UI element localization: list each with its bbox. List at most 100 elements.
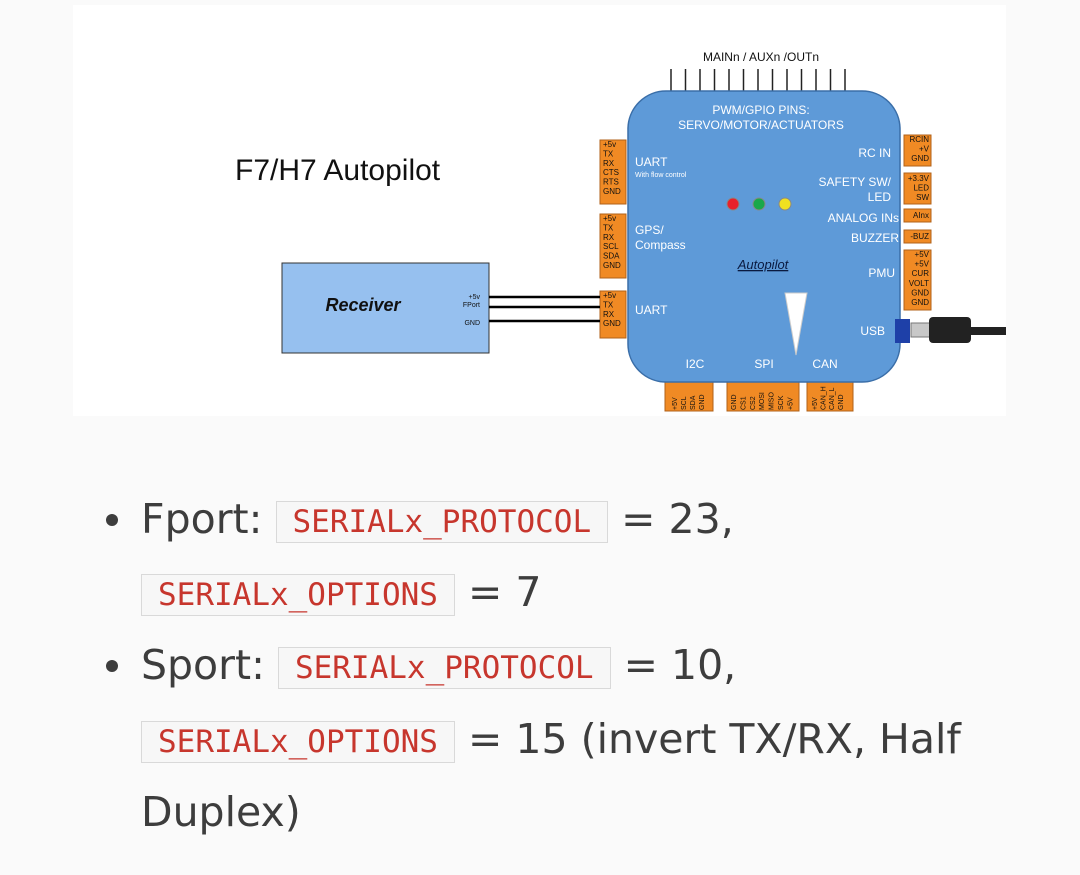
uart1-label: UART	[635, 155, 668, 169]
right-pin-label: +5V	[915, 250, 930, 259]
fport-protocol-value: = 23,	[621, 495, 734, 543]
receiver-pin-fport: FPort	[463, 302, 480, 309]
left-pin-label: RX	[603, 233, 615, 242]
header-line2: SERVO/MOTOR/ACTUATORS	[678, 118, 844, 132]
top-pins-label: MAINn / AUXn /OUTn	[703, 50, 819, 64]
wiring-diagram: F7/H7 Autopilot MAINn / AUXn /OUTn PWM/G…	[73, 5, 1006, 416]
sport-protocol-code: SERIALx_PROTOCOL	[277, 647, 611, 689]
left-pin-label: SDA	[603, 252, 620, 261]
bottom-pin-label: GND	[731, 394, 738, 410]
bottom-pin-label: +5V	[672, 397, 679, 410]
fport-options-code: SERIALx_OPTIONS	[141, 574, 455, 616]
uart1-sublabel: With flow control	[635, 172, 687, 179]
bottom-pin-label: CAN_H	[821, 386, 828, 410]
receiver-pin-gnd: GND	[464, 320, 480, 327]
right-pin-label: -BUZ	[910, 232, 929, 241]
receiver-pin-5v: +5v	[469, 294, 481, 301]
bullet-dot	[106, 514, 118, 526]
autopilot-board	[627, 90, 901, 383]
bottom-pin-label: GND	[699, 394, 706, 410]
bottom-pin-label: +5V	[812, 397, 819, 410]
usb-label: USB	[860, 324, 885, 338]
gps-connector	[599, 213, 627, 279]
sport-options-code: SERIALx_OPTIONS	[141, 721, 455, 763]
can-label: CAN	[812, 357, 837, 371]
fport-options-value: = 7	[468, 568, 542, 616]
left-pin-label: GND	[603, 261, 621, 270]
right-pin-label: +5V	[915, 260, 930, 269]
right-pin-label: SW	[916, 193, 929, 202]
left-pin-label: SCL	[603, 242, 619, 251]
analog-label: ANALOG INs	[828, 211, 899, 225]
bottom-pin-label: +5V	[787, 397, 794, 410]
safety-connector	[903, 172, 932, 205]
bottom-pin-label: GND	[838, 394, 845, 410]
spi-label: SPI	[754, 357, 773, 371]
buzzer-label: BUZZER	[851, 231, 899, 245]
sport-options-value: = 15 (invert TX/RX, Half	[468, 715, 961, 763]
right-pin-labels: RCIN+VGND+3.3VLEDSWAInx-BUZ+5V+5VCURVOLT…	[908, 135, 930, 307]
bottom-pin-label: MOSI	[759, 392, 766, 410]
sport-continuation: Duplex)	[141, 788, 301, 836]
diagram-svg: F7/H7 Autopilot MAINn / AUXn /OUTn PWM/G…	[235, 50, 1006, 412]
right-pin-label: CUR	[912, 269, 930, 278]
safety-label: SAFETY SW/	[819, 175, 892, 189]
sport-label: Sport:	[141, 641, 265, 689]
receiver-label: Receiver	[325, 295, 401, 315]
right-pin-label: AInx	[913, 211, 929, 220]
top-pins	[670, 69, 846, 91]
fport-protocol-code: SERIALx_PROTOCOL	[275, 501, 609, 543]
left-pin-label: +5v	[603, 214, 616, 223]
bottom-pin-label: CAN_L	[829, 387, 836, 410]
autopilot-label: Autopilot	[737, 257, 790, 272]
led-yellow	[778, 197, 792, 211]
sport-line3: Duplex)	[141, 788, 301, 836]
receiver-box	[281, 262, 490, 354]
right-pin-label: GND	[911, 298, 929, 307]
left-pin-label: RX	[603, 310, 615, 319]
fport-label: Fport:	[141, 495, 263, 543]
bottom-pin-label: SDA	[690, 395, 697, 410]
safety-label2: LED	[868, 190, 892, 204]
led-green	[752, 197, 766, 211]
bottom-pin-label: CS2	[750, 396, 757, 410]
fport-line1: Fport: SERIALx_PROTOCOL = 23,	[141, 495, 734, 543]
pmu-label: PMU	[868, 266, 895, 280]
gps-label: GPS/	[635, 223, 664, 237]
fport-line2: SERIALx_OPTIONS = 7	[141, 568, 542, 616]
uart2-connector	[599, 290, 627, 339]
rcin-label: RC IN	[858, 146, 891, 160]
bottom-pin-label: MISO	[769, 392, 776, 410]
bottom-pin-label: SCL	[681, 396, 688, 410]
left-pin-label: +5v	[603, 140, 616, 149]
uart2-label: UART	[635, 303, 668, 317]
can-connector	[806, 380, 854, 412]
i2c-label: I2C	[686, 357, 705, 371]
left-pin-labels: +5vTXRXCTSRTSGND+5vTXRXSCLSDAGND+5vTXRXG…	[603, 140, 621, 328]
right-pin-label: GND	[911, 154, 929, 163]
sport-line1: Sport: SERIALx_PROTOCOL = 10,	[141, 641, 736, 689]
left-pin-label: RTS	[603, 178, 619, 187]
bottom-pin-label: SCK	[778, 395, 785, 410]
diagram-title: F7/H7 Autopilot	[235, 154, 441, 187]
header-line1: PWM/GPIO PINS:	[712, 103, 809, 117]
left-pin-label: TX	[603, 149, 614, 158]
right-pin-label: GND	[911, 288, 929, 297]
pmu-connector	[903, 249, 932, 311]
left-pin-label: +5v	[603, 291, 616, 300]
right-pin-label: VOLT	[909, 279, 929, 288]
left-pin-label: CTS	[603, 168, 619, 177]
left-pin-label: TX	[603, 300, 614, 309]
left-pin-label: TX	[603, 223, 614, 232]
left-pin-label: RX	[603, 159, 615, 168]
usb-plug-metal	[910, 322, 932, 338]
led-red	[726, 197, 740, 211]
right-pin-label: +V	[919, 145, 930, 154]
bullet-dot	[106, 660, 118, 672]
buzzer-connector	[903, 229, 932, 244]
spi-connector	[726, 380, 800, 412]
analog-connector	[903, 208, 932, 223]
gps-label2: Compass	[635, 238, 686, 252]
right-pin-label: +3.3V	[908, 174, 930, 183]
